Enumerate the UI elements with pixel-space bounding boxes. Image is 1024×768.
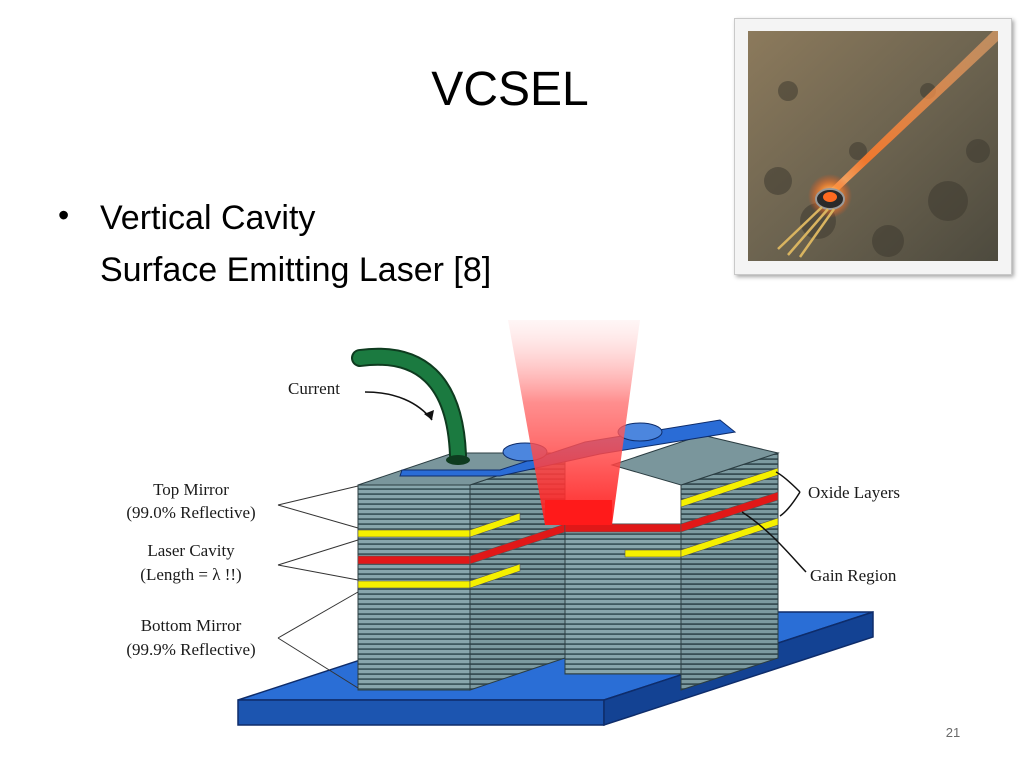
current-wire [351,347,470,465]
laser-beam [508,320,640,525]
label-oxide-layers: Oxide Layers [808,483,900,502]
label-bottom-mirror-detail: (99.9% Reflective) [126,640,255,659]
current-arrowhead-icon [424,410,434,420]
label-current: Current [288,379,340,398]
bullet-line-2: Surface Emitting Laser [8] [100,251,492,289]
vcsel-photo [734,18,1012,275]
label-bottom-mirror: Bottom Mirror [141,616,242,635]
bullet-line-1: Vertical Cavity [100,199,316,237]
slide-title: VCSEL [431,63,589,116]
label-laser-cavity-detail: (Length = λ !!) [140,565,241,584]
right-mesa [564,434,780,691]
left-mesa [357,452,566,691]
label-gain-region: Gain Region [810,566,897,585]
bullet-dot-icon: • [58,197,70,233]
left-leader-lines [277,485,359,689]
vcsel-photo-image [748,31,998,261]
vcsel-diagram: Current Top Mirror (99.0% Reflective) La… [126,320,900,727]
current-arrow-icon [364,391,433,421]
label-laser-cavity: Laser Cavity [147,541,235,560]
right-leader-lines [741,471,807,573]
bullet-text: Vertical Cavity Surface Emitting Laser [… [100,192,660,296]
page-number: 21 [945,725,961,740]
label-top-mirror-detail: (99.0% Reflective) [126,503,255,522]
label-top-mirror: Top Mirror [153,480,229,499]
